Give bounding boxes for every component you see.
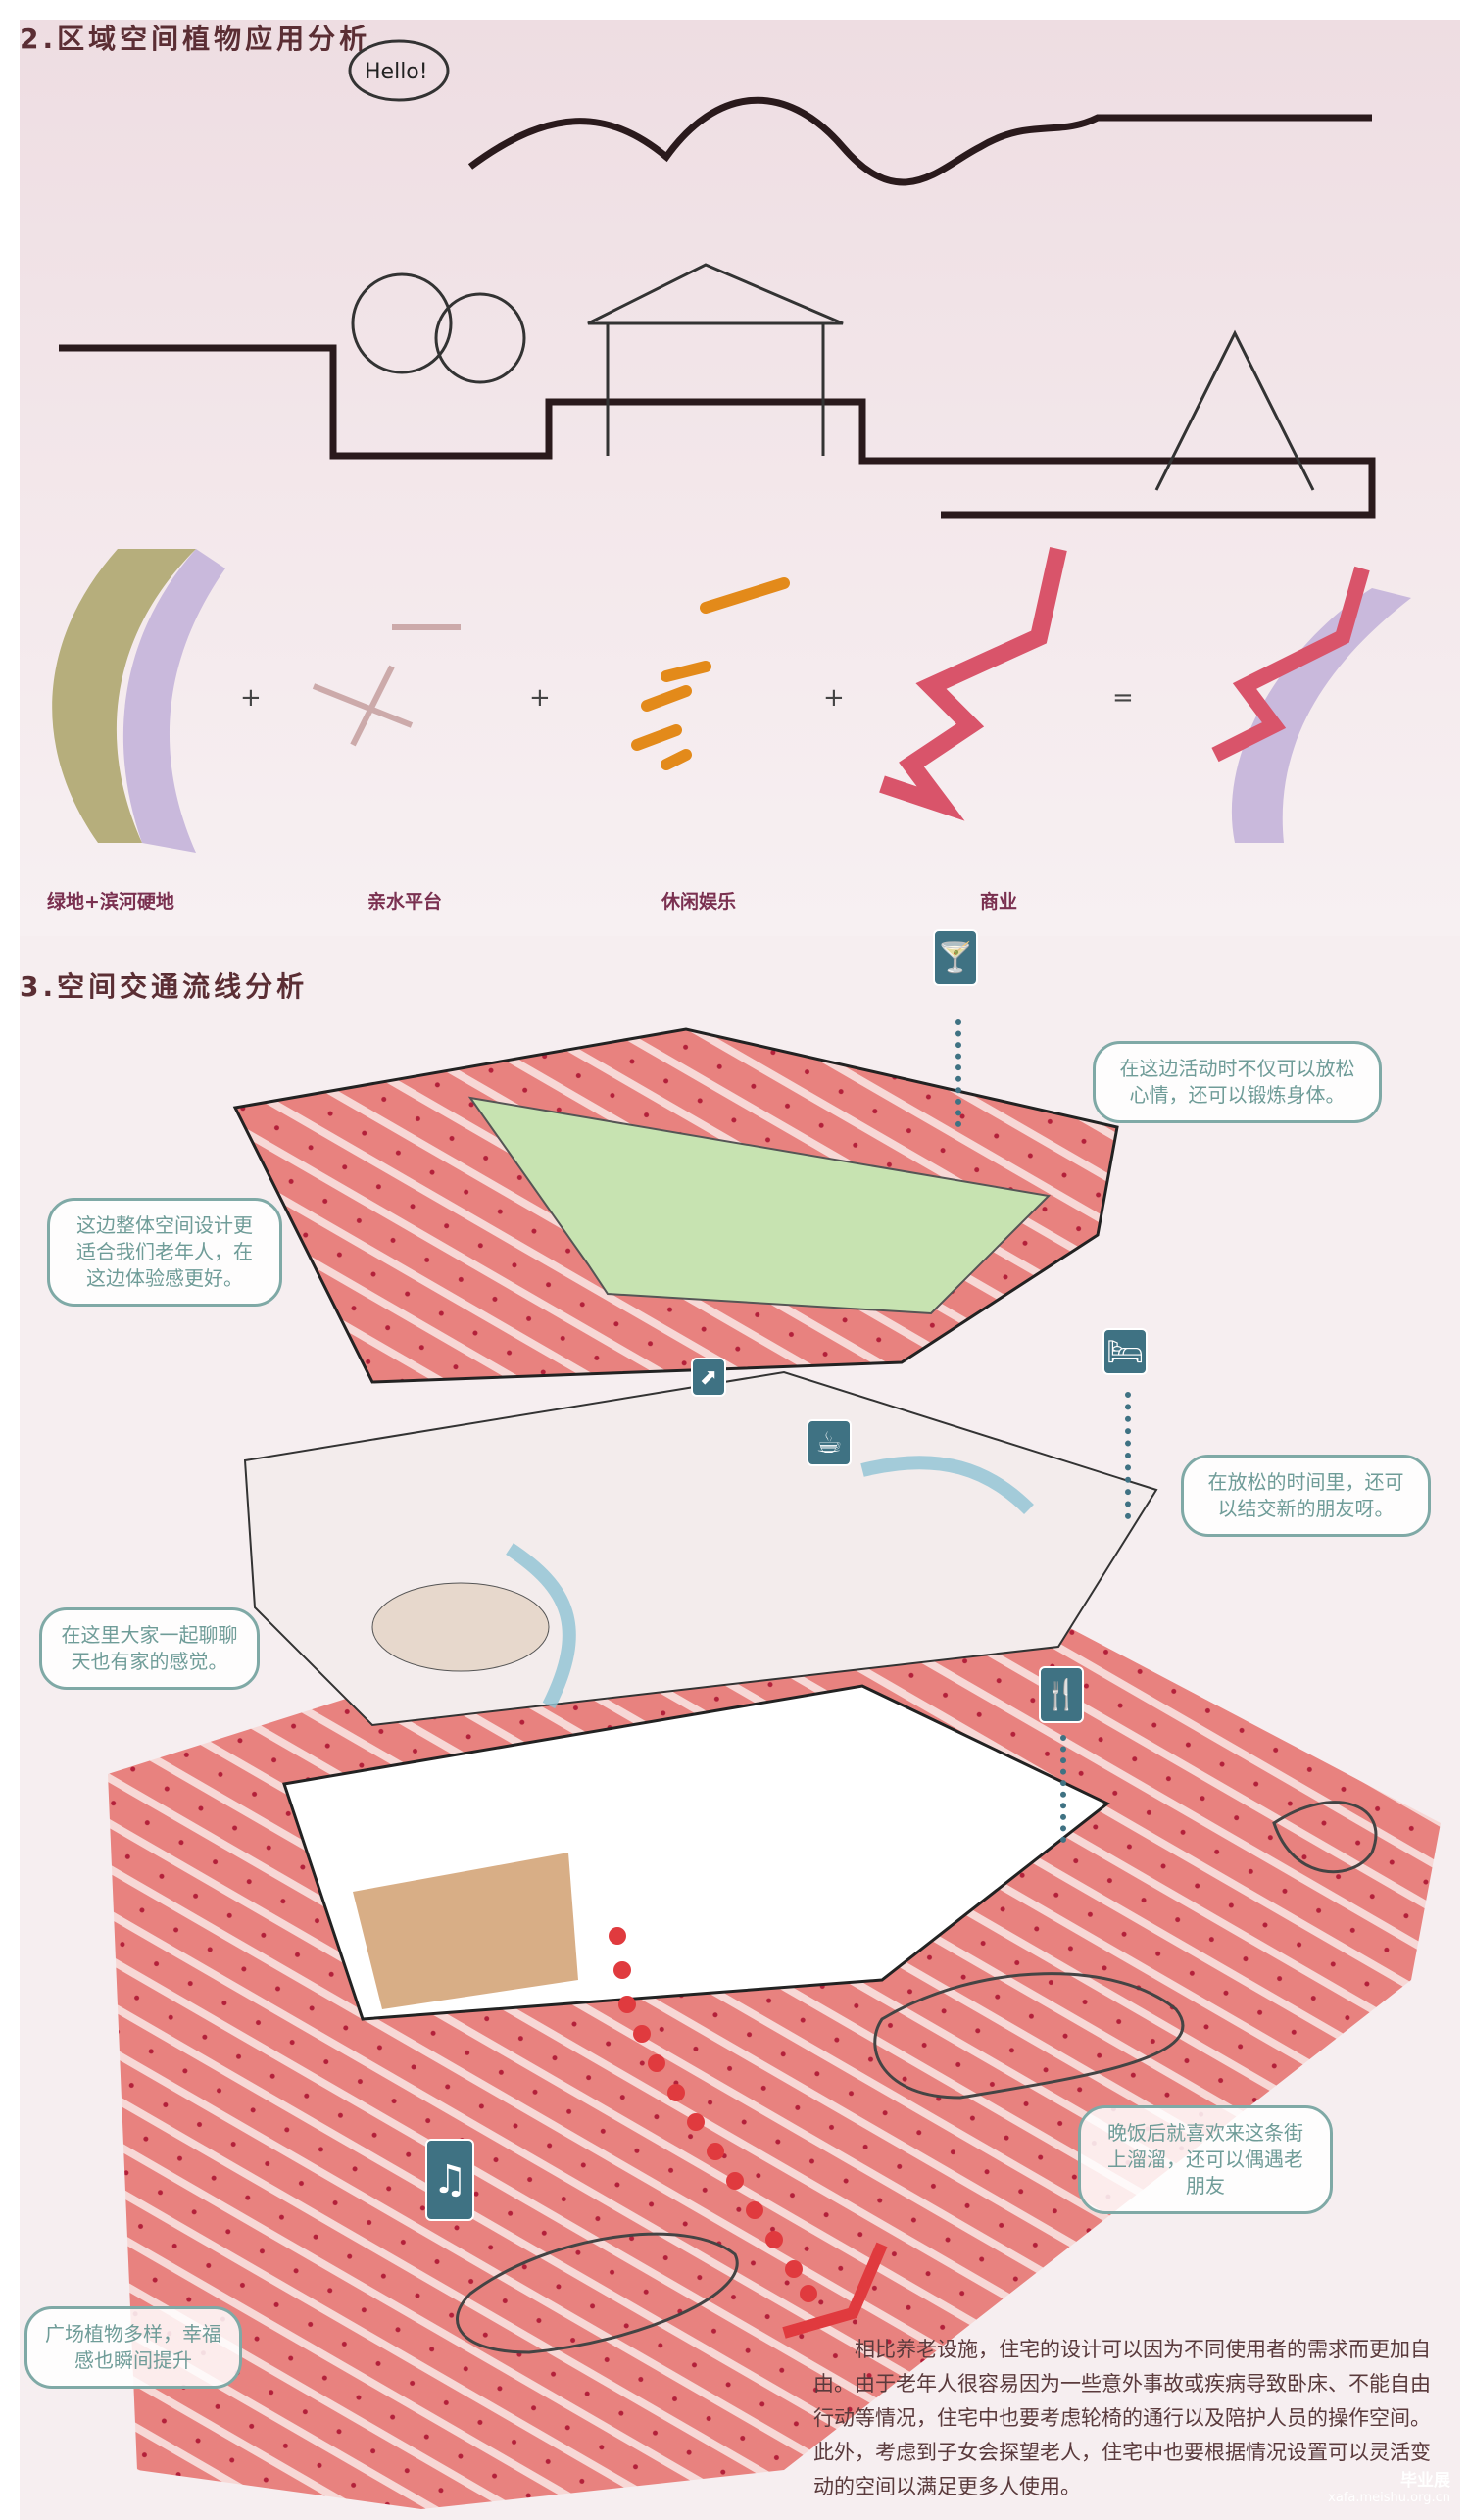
route-dots — [609, 1927, 817, 2302]
lower-stepped-terrain — [59, 344, 1376, 519]
tree-icon — [351, 272, 453, 374]
music-icon: ♫ — [425, 2139, 474, 2221]
label-commercial: 商业 — [980, 891, 1018, 913]
route-arrow — [782, 2242, 888, 2339]
tree-icon — [434, 292, 526, 384]
label-waterfront-platform: 亲水平台 — [368, 891, 443, 913]
watermark-brand: 毕业展 — [1400, 2471, 1450, 2491]
swing-icon — [1154, 329, 1315, 491]
plus-operator: + — [823, 683, 845, 713]
drink-icon: 🍸 — [933, 929, 978, 986]
bed-icon: 🛏 — [1102, 1328, 1148, 1375]
coffee-icon: ☕ — [807, 1419, 852, 1466]
hello-text: Hello! — [365, 60, 428, 84]
stairs-icon: ⬈ — [691, 1358, 726, 1397]
speech-bubble: 这边整体空间设计更适合我们老年人，在这边体验感更好。 — [47, 1198, 282, 1307]
planter-bench — [1272, 1801, 1378, 1874]
roof-garden — [467, 1096, 1052, 1315]
pavilion-icon — [587, 263, 844, 456]
flow-arrow — [506, 1543, 576, 1709]
upper-wave-terrain — [467, 96, 1372, 186]
landscape-section-sketch: Hello! + + + = — [52, 39, 1411, 853]
plus-operator: + — [240, 683, 262, 713]
lounge-seating — [371, 1582, 550, 1672]
hello-speech-bubble — [348, 39, 450, 102]
description-paragraph: 相比养老设施，住宅的设计可以因为不同使用者的需求而更加自由。由于老年人很容易因为… — [813, 2338, 1431, 2498]
speech-bubble: 在放松的时间里，还可以结交新的朋友呀。 — [1181, 1455, 1431, 1537]
commercial-zone — [879, 547, 1067, 821]
label-leisure: 休闲娱乐 — [662, 891, 737, 913]
section-plant-analysis — [20, 20, 1460, 936]
flow-arrow — [860, 1456, 1034, 1514]
section2-title: 2.区域空间植物应用分析 — [20, 23, 371, 55]
dining-icon: 🍴 — [1039, 1666, 1084, 1723]
speech-bubble: 广场植物多样，幸福感也瞬间提升 — [24, 2306, 242, 2389]
watermark-url: xafa.meishu.org.cn — [1328, 2491, 1450, 2505]
greenland-zone — [52, 549, 196, 843]
speech-bubble: 晚饭后就喜欢来这条街上溜溜，还可以偶遇老朋友 — [1078, 2105, 1333, 2214]
plus-operator: + — [529, 683, 551, 713]
zoning-diagrams — [52, 547, 1411, 853]
speech-bubble: 在这里大家一起聊聊天也有家的感觉。 — [39, 1607, 260, 1690]
music-hall-floor — [353, 1853, 578, 2009]
label-greenland: 绿地+滨河硬地 — [47, 891, 174, 913]
section3-title: 3.空间交通流线分析 — [20, 970, 309, 1003]
planter-bench — [456, 2232, 739, 2354]
speech-bubble: 在这边活动时不仅可以放松心情，还可以锻炼身体。 — [1093, 1041, 1382, 1123]
equals-operator: = — [1112, 683, 1134, 713]
planter-bench — [873, 1972, 1185, 2100]
axonometric-diagram — [108, 1027, 1441, 2509]
